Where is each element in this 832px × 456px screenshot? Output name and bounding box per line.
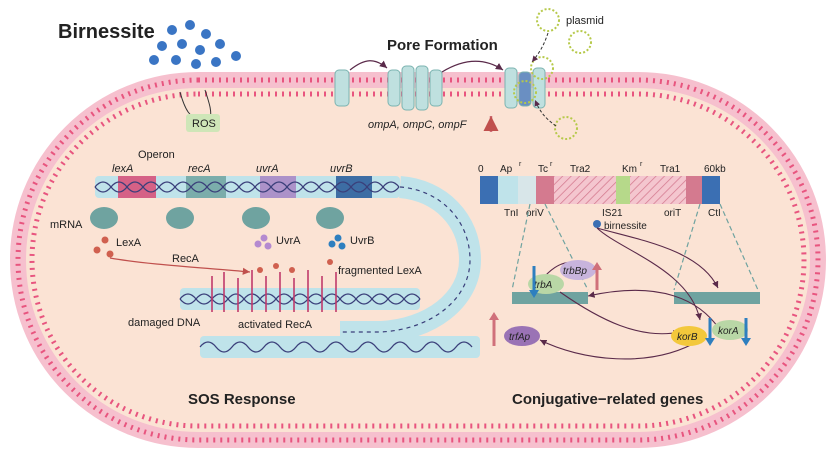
- pore-formation-title: Pore Formation: [387, 37, 498, 54]
- gene-trba: trbA: [534, 280, 553, 291]
- map-tra1: Tra1: [660, 164, 681, 175]
- lower-dna-strand: [199, 341, 473, 353]
- birnessite-dot: [593, 220, 601, 228]
- trba-node: [528, 274, 564, 294]
- map-is21: IS21: [602, 208, 623, 219]
- gene-korb: korB: [677, 332, 698, 343]
- dna-loop: [340, 176, 482, 343]
- birnessite-title: Birnessite: [58, 21, 155, 43]
- map-orit: oriT: [664, 208, 681, 219]
- gene-trfap: trfAp: [509, 332, 531, 343]
- expression-arrows: [489, 262, 751, 346]
- gene-uvrA: uvrA: [256, 163, 279, 175]
- cell-membrane: [10, 72, 826, 448]
- map-ap-sup: r: [519, 161, 522, 168]
- plasmid-rings: [513, 8, 592, 140]
- map-tc-sup: r: [550, 161, 553, 168]
- pore-arrow-2: [441, 60, 504, 73]
- gene-bar-right: [674, 292, 760, 304]
- lexa-dots: [93, 236, 114, 258]
- ros-label: ROS: [192, 118, 216, 130]
- gene-trbbp: trbBp: [563, 266, 587, 277]
- gene-recA: recA: [188, 163, 211, 175]
- map-ctl: CtI: [708, 208, 721, 219]
- map-tni: TnI: [504, 208, 518, 219]
- plasmid-arrow-in: [531, 32, 549, 63]
- uvrb-dots: [328, 234, 346, 250]
- kora-node: [712, 320, 748, 340]
- gene-kora: korA: [718, 326, 739, 337]
- trfap-node: [504, 326, 540, 346]
- plasmid-label: plasmid: [566, 15, 604, 27]
- plasmid-arrow-out: [534, 99, 557, 127]
- mrna-label: mRNA: [50, 219, 83, 231]
- pore-arrow-1: [349, 60, 388, 71]
- uvra-label: UvrA: [276, 235, 301, 247]
- lexa-label: LexA: [116, 237, 142, 249]
- gene-lexA: lexA: [112, 163, 133, 175]
- ros-box: [186, 114, 220, 132]
- conjugative-genes-title: Conjugative−related genes: [512, 391, 703, 408]
- lower-dna: [200, 336, 480, 358]
- omp-genes-label: ompA, ompC, ompF: [368, 119, 468, 131]
- operon-label: Operon: [138, 149, 175, 161]
- map-km: Km: [622, 164, 637, 175]
- uvra-dots: [254, 234, 272, 250]
- birnessite-particles: [149, 20, 241, 69]
- ribosomes: [90, 207, 344, 229]
- gene-uvrB: uvrB: [330, 163, 353, 175]
- reca-label: RecA: [172, 253, 200, 265]
- fragmented-lexa-label: fragmented LexA: [338, 265, 422, 277]
- porin-channels: [334, 65, 546, 111]
- map-oriv: oriV: [526, 208, 544, 219]
- fragmented-lexa-dots: [257, 259, 333, 273]
- korb-node: [671, 326, 707, 346]
- map-tra2: Tra2: [570, 164, 591, 175]
- map-0: 0: [478, 164, 484, 175]
- map-60kb: 60kb: [704, 164, 726, 175]
- plasmid-map-bar: [480, 176, 720, 204]
- map-km-sup: r: [640, 161, 643, 168]
- sos-response-title: SOS Response: [188, 391, 296, 408]
- lexa-arrow: [109, 257, 251, 275]
- map-ap: Ap: [500, 164, 513, 175]
- uvrb-label: UvrB: [350, 235, 374, 247]
- operon-dna-helix: [94, 176, 400, 198]
- damaged-dna-label: damaged DNA: [128, 317, 201, 329]
- activated-reca-label: activated RecA: [238, 319, 313, 331]
- damaged-dna: [179, 270, 421, 312]
- map-birnessite: birnessite: [604, 221, 647, 232]
- gene-bar-left: [512, 292, 588, 304]
- map-tc: Tc: [538, 164, 548, 175]
- trbbp-node: [560, 260, 596, 280]
